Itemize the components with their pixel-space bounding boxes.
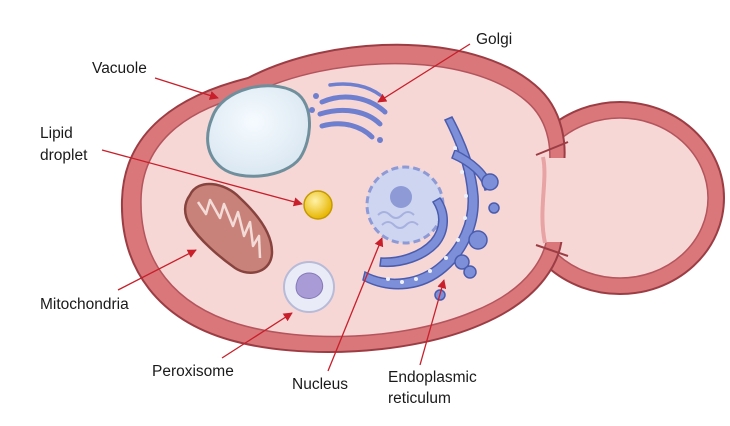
peroxisome <box>283 261 335 313</box>
mitochondria-pointer <box>117 249 197 291</box>
lipid-droplet <box>303 190 333 220</box>
er-label-line2: reticulum <box>388 390 451 407</box>
peroxisome-pointer <box>221 312 293 359</box>
vacuole-label: Vacuole <box>92 60 147 77</box>
golgi-label: Golgi <box>476 31 512 48</box>
septum <box>540 156 547 244</box>
bud <box>515 101 725 295</box>
golgi-pointer <box>377 43 471 103</box>
endoplasmic-reticulum <box>362 116 500 301</box>
peroxisome-label: Peroxisome <box>152 363 234 380</box>
nucleus-label: Nucleus <box>292 376 348 393</box>
er-label-line1: Endoplasmic <box>388 369 477 386</box>
mitochondria <box>183 182 274 274</box>
lipid-label-line1: Lipid <box>40 125 73 142</box>
nucleus <box>365 165 445 245</box>
vacuole-pointer <box>154 77 219 100</box>
lipid-label-line2: droplet <box>40 147 88 164</box>
golgi <box>309 82 388 143</box>
pointer-lines <box>101 43 471 372</box>
er-pointer <box>419 279 447 366</box>
mitochondria-label: Mitochondria <box>40 296 129 313</box>
nucleus-pointer <box>327 237 384 372</box>
vacuole <box>206 84 311 178</box>
lipid-droplet-pointer <box>101 149 303 207</box>
labels: Vacuole Golgi Lipid droplet Mitochondria… <box>40 31 512 407</box>
bud-neck <box>536 158 568 242</box>
